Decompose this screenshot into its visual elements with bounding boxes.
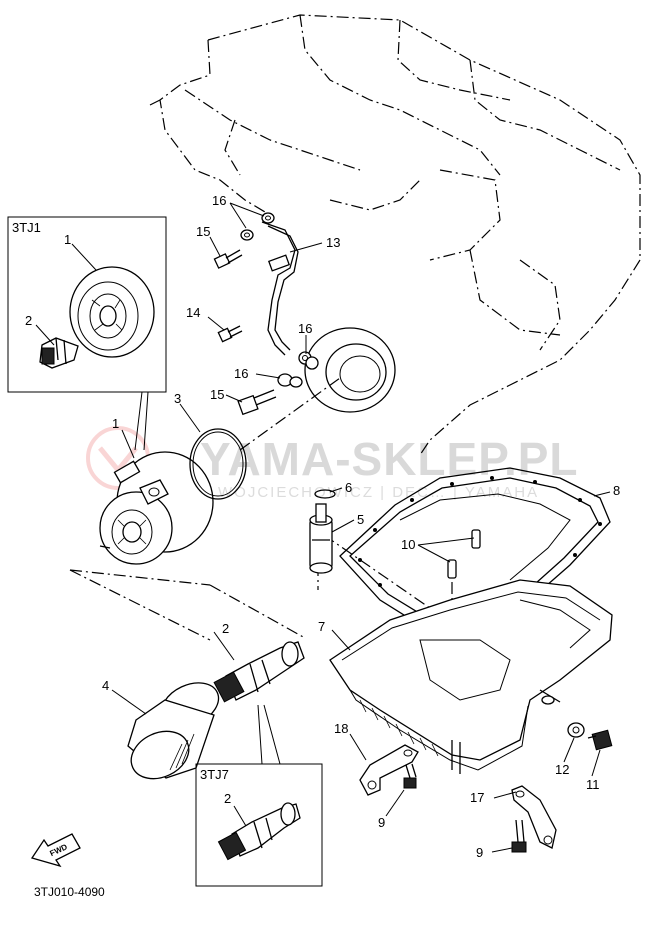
diagram-code: 3TJ010-4090 bbox=[34, 885, 105, 899]
o-ring bbox=[189, 428, 247, 500]
watermark-main: YAMA-SKLEP.PL bbox=[200, 433, 579, 485]
callout-8: 8 bbox=[613, 483, 620, 498]
callout-4: 4 bbox=[102, 678, 109, 693]
callout-16-top: 16 bbox=[212, 193, 226, 208]
watermark: YAMA-SKLEP.PL WOJCIECHOWICZ | DEC… | YAM… bbox=[86, 426, 579, 501]
callout-7: 7 bbox=[318, 619, 325, 634]
callout-18: 18 bbox=[334, 721, 348, 736]
callout-1: 1 bbox=[112, 416, 119, 431]
callout-12: 12 bbox=[555, 762, 569, 777]
callout-10: 10 bbox=[401, 537, 415, 552]
callouts: 1 2 1 3 2 4 2 16 15 13 14 16 16 15 6 5 8… bbox=[25, 193, 620, 860]
washer-16-top-b bbox=[240, 229, 254, 241]
washer-12 bbox=[567, 722, 585, 738]
callout-6: 6 bbox=[345, 480, 352, 495]
bolt-15-low bbox=[237, 389, 277, 416]
watermark-sub: WOJCIECHOWICZ | DEC… | YAMAHA bbox=[218, 484, 539, 501]
washer-16-top-a bbox=[261, 212, 275, 224]
callout-1-inset: 1 bbox=[64, 232, 71, 247]
engine-boss bbox=[304, 327, 396, 413]
oil-pipe bbox=[261, 221, 299, 356]
inset-3tj1: 3TJ1 bbox=[7, 216, 167, 393]
oil-filter bbox=[127, 682, 220, 780]
inset-oil-cooler bbox=[69, 266, 155, 358]
bracket-18 bbox=[359, 744, 419, 796]
o-ring-small bbox=[314, 489, 336, 499]
drain-plug-11 bbox=[587, 729, 613, 751]
dowel-pins bbox=[447, 529, 481, 579]
callout-11: 11 bbox=[586, 777, 600, 792]
bolt-15-top bbox=[213, 249, 243, 269]
callout-14: 14 bbox=[186, 305, 200, 320]
oil-pan bbox=[329, 579, 613, 774]
callout-15-top: 15 bbox=[196, 224, 210, 239]
callout-2-inset: 2 bbox=[25, 313, 32, 328]
inset-3tj7-label: 3TJ7 bbox=[200, 767, 229, 782]
callout-2-inset-b: 2 bbox=[224, 791, 231, 806]
callout-2: 2 bbox=[222, 621, 229, 636]
washer-16-low bbox=[277, 373, 303, 388]
callout-9-left: 9 bbox=[378, 815, 385, 830]
fwd-arrow-icon: FWD bbox=[30, 833, 81, 868]
callout-16-low: 16 bbox=[234, 366, 248, 381]
union-bolt bbox=[213, 641, 305, 703]
engine-block bbox=[149, 14, 641, 456]
inset-union-bolt bbox=[217, 802, 301, 861]
callout-9-right: 9 bbox=[476, 845, 483, 860]
bracket-17 bbox=[511, 785, 557, 849]
callout-13: 13 bbox=[326, 235, 340, 250]
inset-3tj1-label: 3TJ1 bbox=[12, 220, 41, 235]
bolt-9-right bbox=[511, 819, 527, 853]
bolt-14 bbox=[217, 325, 243, 343]
callout-5: 5 bbox=[357, 512, 364, 527]
callout-15-low: 15 bbox=[210, 387, 224, 402]
callout-16-mid: 16 bbox=[298, 321, 312, 336]
leader-lines bbox=[35, 202, 611, 853]
washer-16-mid-b bbox=[305, 356, 319, 370]
oil-strainer bbox=[309, 503, 333, 574]
bolt-9-left bbox=[403, 763, 417, 789]
callout-3: 3 bbox=[174, 391, 181, 406]
inset-bolt bbox=[39, 337, 79, 369]
oil-cooler bbox=[99, 451, 214, 565]
callout-17: 17 bbox=[470, 790, 484, 805]
inset-3tj7: 3TJ7 bbox=[195, 704, 323, 887]
